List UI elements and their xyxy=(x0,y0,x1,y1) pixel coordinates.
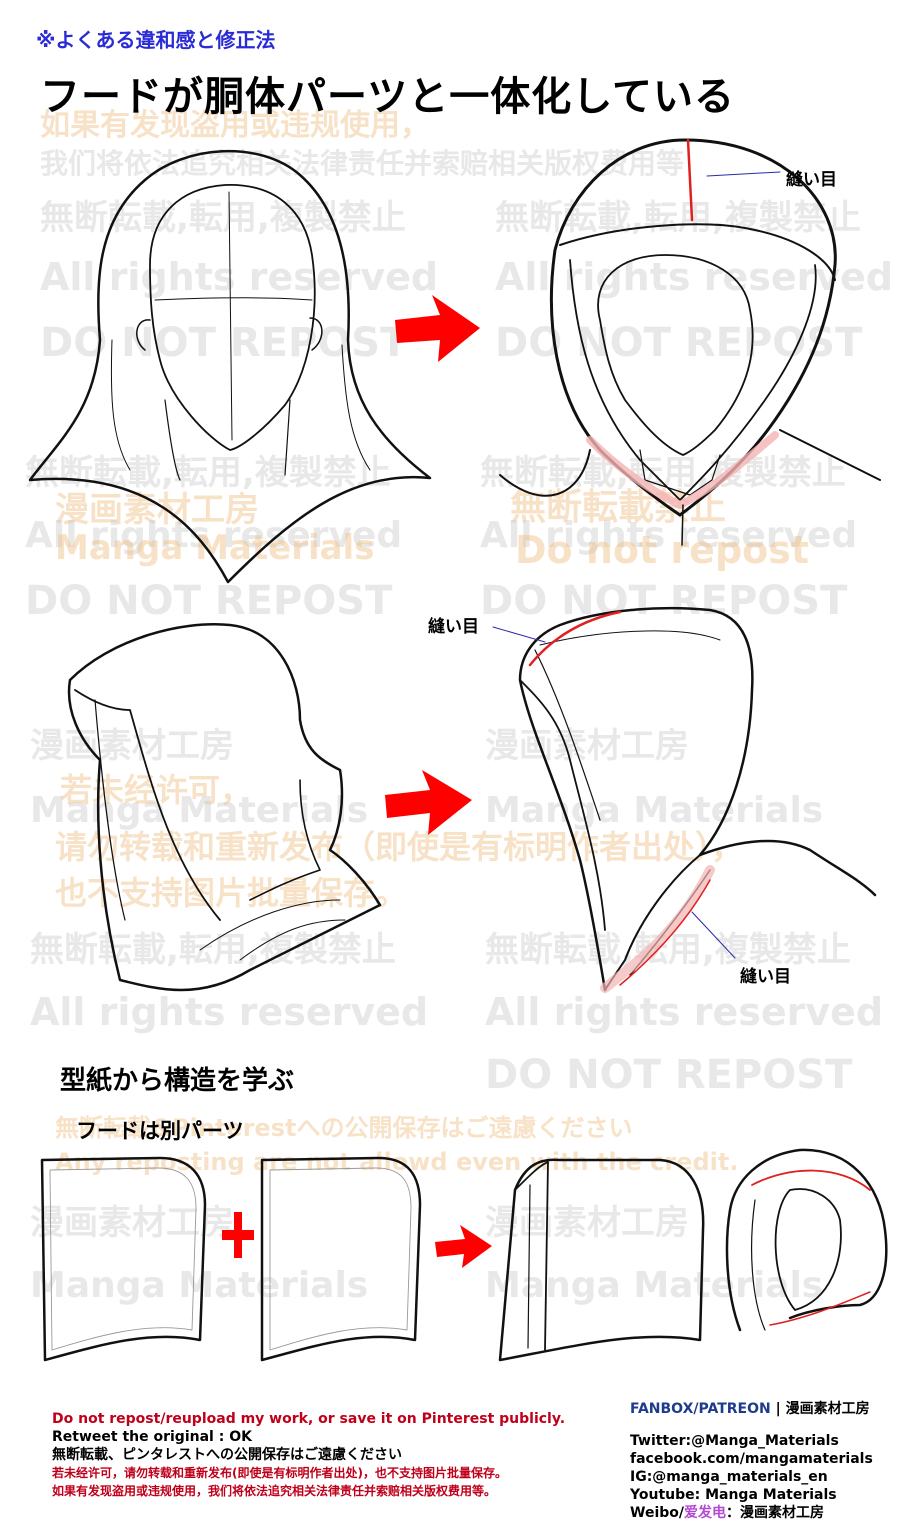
hood-side-wrong xyxy=(67,623,382,992)
footer-notice: Do not repost/reupload my work, or save … xyxy=(52,1410,565,1500)
footer-retweet-ok: Retweet the original : OK xyxy=(52,1429,252,1445)
section-subheading: フードは別パーツ xyxy=(76,1119,244,1143)
plus-sign xyxy=(222,1212,254,1258)
footer-notice-jp: 無断転載、ピンタレストへの公開保存はご遠慮ください xyxy=(52,1447,402,1463)
arrow-right-3 xyxy=(435,1225,492,1268)
seam-label-middle: 縫い目 xyxy=(428,617,479,637)
hood-front-correct xyxy=(499,138,881,546)
page-subtitle: ※よくある違和感と修正法 xyxy=(36,28,276,52)
footer-notice-cn-1: 若未经许可，请勿转载和重新发布(即使是有标明作者出处)，也不支持图片批量保存。 xyxy=(52,1466,507,1480)
pattern-piece-right xyxy=(260,1156,422,1362)
facebook-link[interactable]: facebook.com/mangamaterials xyxy=(630,1451,873,1467)
arrow-right-2 xyxy=(385,770,472,835)
fanbox-separator: | xyxy=(770,1401,786,1417)
weibo-prefix: Weibo/ xyxy=(630,1505,684,1521)
pattern-piece-left xyxy=(40,1156,207,1362)
seam-label-bottom: 縫い目 xyxy=(740,967,791,987)
weibo-suffix: ：漫画素材工房 xyxy=(726,1505,824,1521)
weibo-line[interactable]: Weibo/爱发电：漫画素材工房 xyxy=(630,1504,873,1522)
footer-notice-cn-2: 如果有发现盗用或违规使用，我们将依法追究相关法律责任并索赔相关版权费用等。 xyxy=(52,1484,497,1498)
footer-links: FANBOX/PATREON | 漫画素材工房 Twitter:@Manga_M… xyxy=(630,1400,873,1522)
hood-finished-view xyxy=(725,1148,888,1332)
hood-side-correct xyxy=(492,606,877,993)
fanbox-patreon-link[interactable]: FANBOX/PATREON xyxy=(630,1401,771,1417)
page-title: フードが胴体パーツと一体化している xyxy=(40,73,735,120)
pattern-assembled xyxy=(498,1158,705,1362)
arrow-right-1 xyxy=(395,295,480,362)
twitter-handle[interactable]: Twitter:@Manga_Materials xyxy=(630,1433,839,1449)
fanbox-studio-name: 漫画素材工房 xyxy=(785,1401,870,1417)
hood-front-wrong xyxy=(28,150,432,584)
youtube-channel[interactable]: Youtube: Manga Materials xyxy=(630,1487,837,1503)
seam-label-top: 縫い目 xyxy=(786,170,837,190)
section-heading: 型紙から構造を学ぶ xyxy=(60,1066,295,1096)
footer-notice-en: Do not repost/reupload my work, or save … xyxy=(52,1411,566,1427)
aifadian-label: 爱发电 xyxy=(684,1505,726,1521)
instagram-handle[interactable]: IG:@manga_materials_en xyxy=(630,1469,828,1485)
